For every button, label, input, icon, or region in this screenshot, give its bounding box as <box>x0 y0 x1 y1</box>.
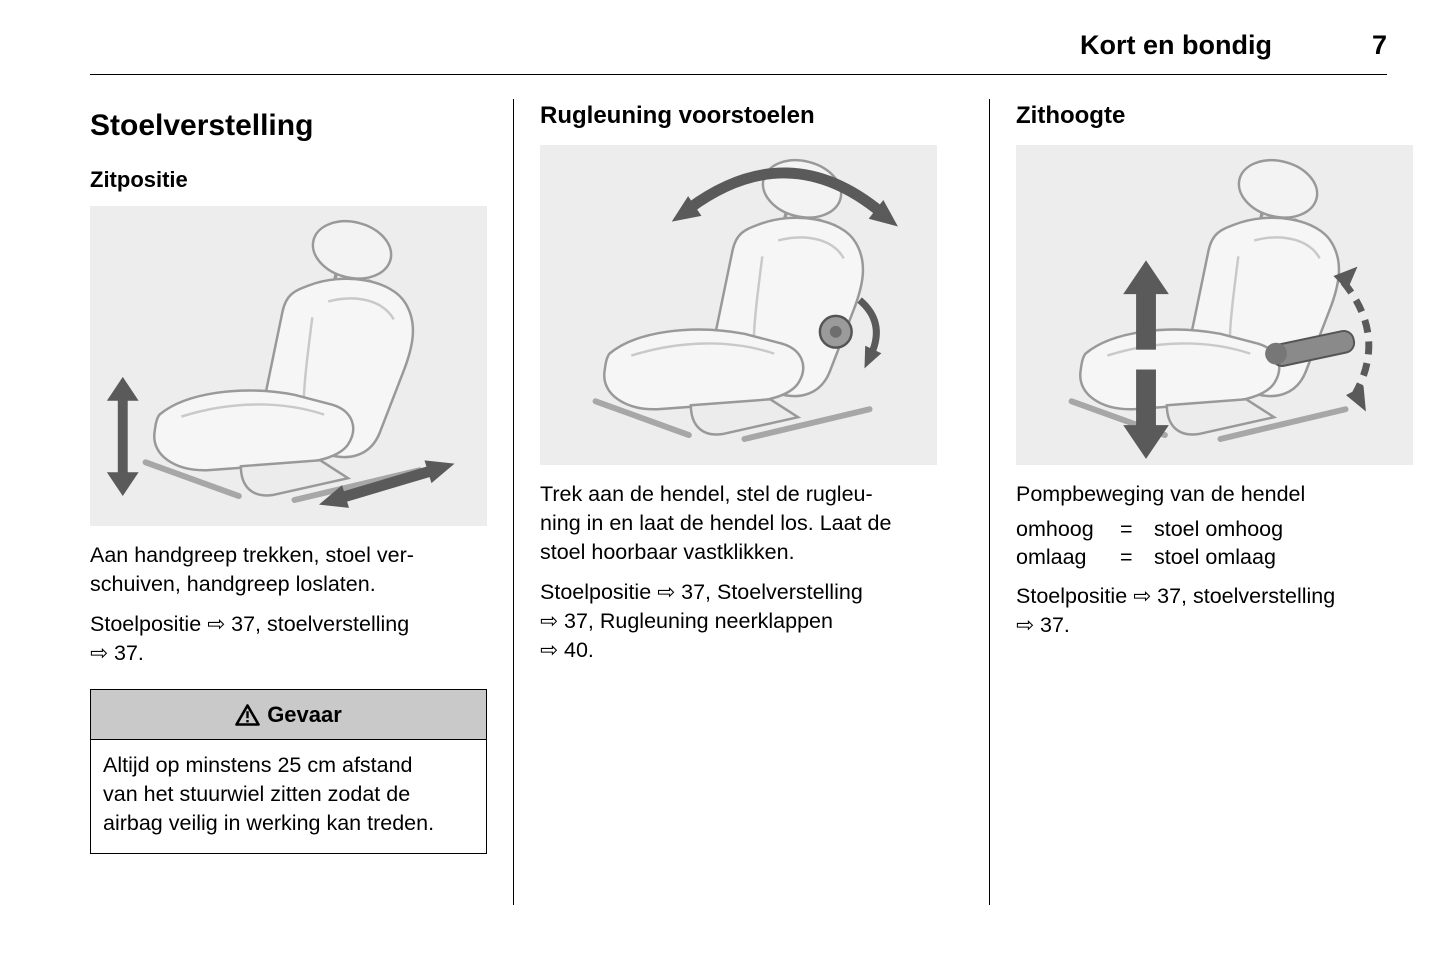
paragraph-backrest-instructions: Trek aan de hendel, stel de rugleu- ning… <box>540 480 963 567</box>
text-line: ⇨ 40. <box>540 638 594 662</box>
column-title-seat-adjustment: Stoelverstelling <box>90 109 314 142</box>
text-line: Stoelpositie ⇨ 37, stoelverstelling <box>90 612 410 636</box>
paragraph-cross-references: Stoelpositie ⇨ 37, stoelverstelling ⇨ 37… <box>1016 582 1439 640</box>
warning-icon <box>235 704 260 726</box>
table-key: omhoog <box>1016 517 1094 541</box>
table-equals: = <box>1120 517 1133 541</box>
table-equals: = <box>1120 545 1133 569</box>
warning-text: Altijd op minstens 25 cm afstand van het… <box>91 740 486 853</box>
column-seat-height: Zithoogte <box>989 99 1439 905</box>
page-header: Kort en bondig 7 <box>90 0 1387 61</box>
text-line: Stoelpositie ⇨ 37, Stoelverstelling <box>540 580 863 604</box>
text-line: schuiven, handgreep loslaten. <box>90 572 376 596</box>
paragraph-pump-motion: Pompbeweging van de hendel <box>1016 480 1439 509</box>
manual-page: Kort en bondig 7 Stoelverstelling Zitpos… <box>90 0 1413 905</box>
paragraph-cross-references: Stoelpositie ⇨ 37, Stoelverstelling ⇨ 37… <box>540 578 963 665</box>
content-columns: Stoelverstelling Zitpositie <box>90 99 1413 905</box>
table-row: omhoog = stoel omhoog <box>1016 515 1439 543</box>
table-key: omlaag <box>1016 545 1087 569</box>
slide-adjust-arrows <box>106 376 455 508</box>
column-subtitle-seating-position: Zitpositie <box>90 167 188 192</box>
text-line: ning in en laat de hendel los. Laat de <box>540 511 892 535</box>
seat-slide-illustration <box>90 206 487 526</box>
text-line: stoel hoorbaar vastklikken. <box>540 540 795 564</box>
text-line: ⇨ 37, Rugleuning neerklappen <box>540 609 833 633</box>
text-line: Stoelpositie ⇨ 37, stoelverstelling <box>1016 584 1336 608</box>
seat-height-illustration <box>1016 145 1413 465</box>
section-title: Kort en bondig <box>1080 30 1272 60</box>
seat-height-figure <box>1016 145 1413 465</box>
text-line: Trek aan de hendel, stel de rugleu- <box>540 482 873 506</box>
header-rule <box>90 74 1387 75</box>
text-line: van het stuurwiel zitten zodat de <box>103 782 411 806</box>
text-line: ⇨ 37. <box>1016 613 1070 637</box>
text-line: ⇨ 37. <box>90 641 144 665</box>
column-seat-adjustment: Stoelverstelling Zitpositie <box>90 99 487 905</box>
backrest-recline-illustration <box>540 145 937 465</box>
text-line: Pompbeweging van de hendel <box>1016 482 1306 506</box>
text-line: airbag veilig in werking kan treden. <box>103 811 435 835</box>
column-backrest: Rugleuning voorstoelen <box>513 99 963 905</box>
warning-box: Gevaar Altijd op minstens 25 cm afstand … <box>90 689 487 854</box>
warning-label: Gevaar <box>267 702 342 727</box>
warning-header: Gevaar <box>91 690 486 740</box>
pump-direction-table: omhoog = stoel omhoog omlaag = stoel oml… <box>1016 515 1439 571</box>
text-line: Altijd op minstens 25 cm afstand <box>103 753 413 777</box>
recline-arrows <box>671 167 898 369</box>
column-title-backrest: Rugleuning voorstoelen <box>540 102 815 129</box>
table-value: stoel omlaag <box>1154 545 1276 569</box>
column-title-seat-height: Zithoogte <box>1016 102 1126 129</box>
paragraph-cross-references: Stoelpositie ⇨ 37, stoelverstelling ⇨ 37… <box>90 610 487 668</box>
height-adjust-arrows <box>1123 260 1373 459</box>
table-row: omlaag = stoel omlaag <box>1016 543 1439 571</box>
page-number: 7 <box>1371 30 1387 60</box>
backrest-recline-figure <box>540 145 937 465</box>
table-value: stoel omhoog <box>1154 517 1284 541</box>
paragraph-slide-instructions: Aan handgreep trekken, stoel ver- schuiv… <box>90 541 487 599</box>
text-line: Aan handgreep trekken, stoel ver- <box>90 543 414 567</box>
seat-slide-figure <box>90 206 487 526</box>
